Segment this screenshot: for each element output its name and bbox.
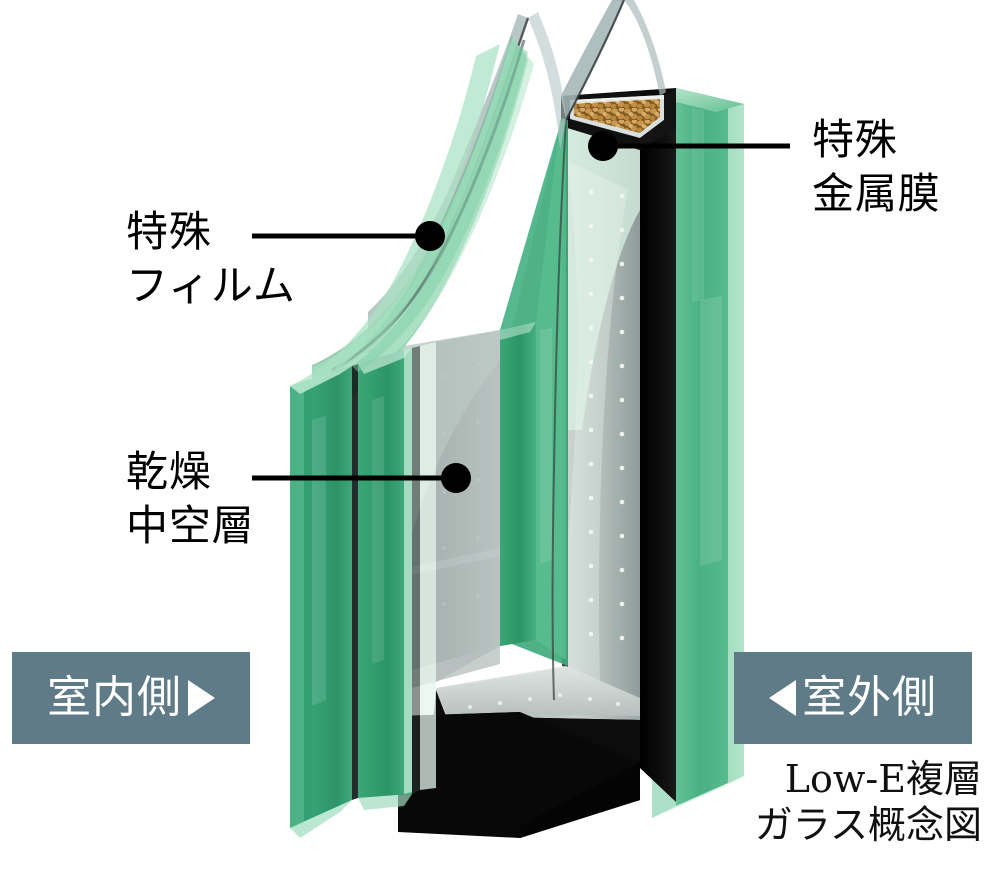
figure-caption: Low-E複層 ガラス概念図 [700,756,982,849]
air-gap-shading [436,330,500,682]
badge-outdoor-side[interactable]: 室外側 [734,652,972,744]
film-edge-line [412,346,420,794]
leader-dot-special-metal-film [588,131,618,161]
callout-dry-air-space-line-2: 中空層 [126,500,255,550]
curved-glass-blade-right [551,0,666,701]
callout-special-metal-film-line-1: 特殊 [812,115,898,164]
callout-special-film-line-2: フィルム [126,260,296,310]
figure-caption-line-1: Low-E複層 [784,757,982,801]
callout-dry-air-space: 乾燥 中空層 [126,445,255,553]
intermediate-green-glass [500,118,568,666]
low-e-metal-film-pane [562,118,640,700]
leader-dot-special-film [415,221,445,251]
triangle-left-icon [769,680,797,716]
figure-caption-line-2: ガラス概念図 [754,803,982,848]
inner-reveal-strip [420,342,436,790]
callout-dry-air-space-line-1: 乾燥 [126,447,212,496]
spacer-perforations [588,189,625,641]
leader-dot-dry-air-space [441,463,471,493]
indoor-glass-pane [290,40,528,838]
callout-special-film-line-1: 特殊 [126,207,212,256]
callout-special-metal-film: 特殊 金属膜 [812,113,941,221]
badge-indoor-side-label: 室内側 [47,672,182,723]
top-spacer-with-desiccant [561,88,676,150]
triangle-right-icon [187,680,215,716]
callout-special-metal-film-line-2: 金属膜 [812,168,941,218]
callout-leaders [252,131,790,493]
badge-indoor-side[interactable]: 室内側 [12,652,250,744]
badge-outdoor-side-label: 室外側 [802,672,937,723]
bottom-edge-sealant [398,712,640,838]
callout-special-film: 特殊 フィルム [126,205,296,313]
